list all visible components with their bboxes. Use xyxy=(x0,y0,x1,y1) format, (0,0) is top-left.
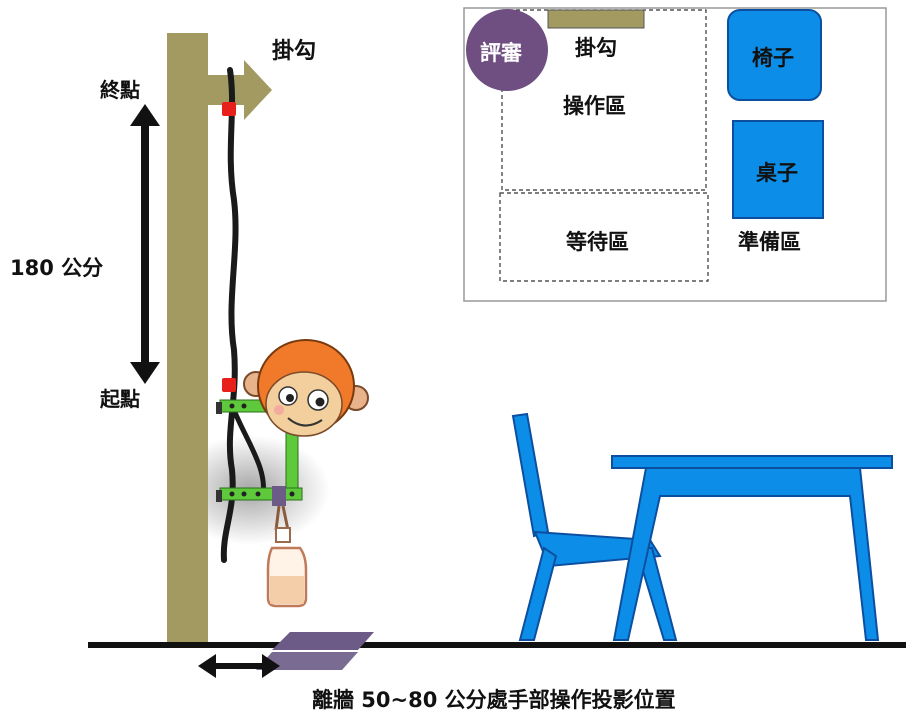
floorplan-hook-bar xyxy=(547,9,645,29)
table xyxy=(611,455,893,641)
floorplan-inset xyxy=(463,7,887,302)
end-marker xyxy=(222,102,236,116)
chair-box xyxy=(727,9,822,101)
monkey-head xyxy=(243,339,369,437)
floorplan-hook-label: 掛勾 xyxy=(575,36,617,60)
hook-label: 掛勾 xyxy=(272,39,317,64)
table-box xyxy=(732,120,824,219)
prep-area-label: 準備區 xyxy=(738,230,801,254)
height-arrow xyxy=(130,104,160,384)
operation-area-label: 操作區 xyxy=(563,94,626,118)
floor-line xyxy=(88,642,906,648)
start-point-label: 起點 xyxy=(100,387,140,411)
hook-arrow xyxy=(207,60,272,120)
judge-circle xyxy=(466,9,548,91)
climbing-pole xyxy=(167,33,208,642)
waiting-area-box xyxy=(499,192,709,282)
chair-label: 椅子 xyxy=(752,46,794,70)
judge-label: 評審 xyxy=(480,41,522,65)
wall-distance-arrow xyxy=(198,654,280,678)
projection-platform xyxy=(256,632,374,670)
end-point-label: 終點 xyxy=(100,78,140,102)
bottom-note-label: 離牆 50~80 公分處手部操作投影位置 xyxy=(312,688,676,712)
weight-bottle xyxy=(266,505,308,608)
table-label: 桌子 xyxy=(756,161,798,185)
waiting-area-label: 等待區 xyxy=(566,230,629,254)
chair xyxy=(511,412,678,641)
start-marker xyxy=(222,378,236,392)
distance-label: 180 公分 xyxy=(10,256,104,280)
